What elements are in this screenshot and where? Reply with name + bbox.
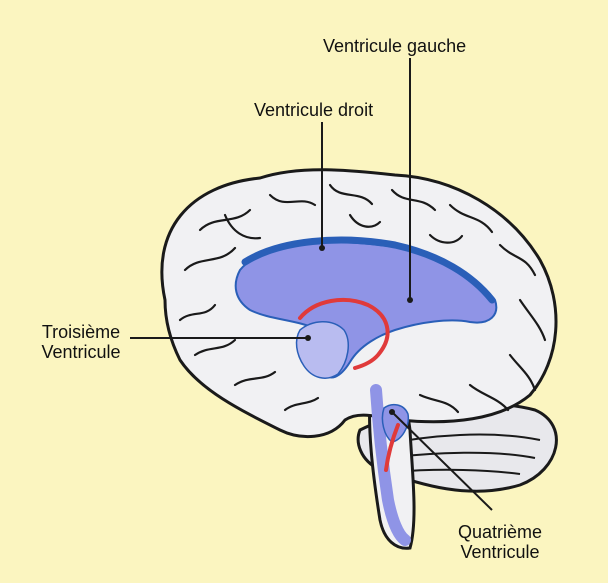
label-third-ventricle-line1: Troisième <box>41 322 121 342</box>
choroid-plexus <box>298 297 390 370</box>
cerebral-aqueduct <box>370 384 411 546</box>
leader-dots <box>305 245 413 415</box>
left-ventricle-edge <box>241 236 496 304</box>
label-left-ventricle: Ventricule gauche <box>323 36 467 56</box>
label-third-ventricle: Troisième Ventricule <box>34 322 128 362</box>
label-right-ventricle: Ventricule droit <box>254 100 374 120</box>
label-fourth-ventricle-line2: Ventricule <box>460 542 540 562</box>
leader-lines <box>130 58 493 511</box>
choroid-plexus-stem <box>384 423 400 472</box>
cortical-folds <box>178 183 547 414</box>
label-fourth-ventricle: Quatrième Ventricule <box>448 522 552 562</box>
label-fourth-ventricle-line1: Quatrième <box>457 522 543 542</box>
label-third-ventricle-line2: Ventricule <box>41 342 121 362</box>
fourth-ventricle <box>381 403 410 443</box>
